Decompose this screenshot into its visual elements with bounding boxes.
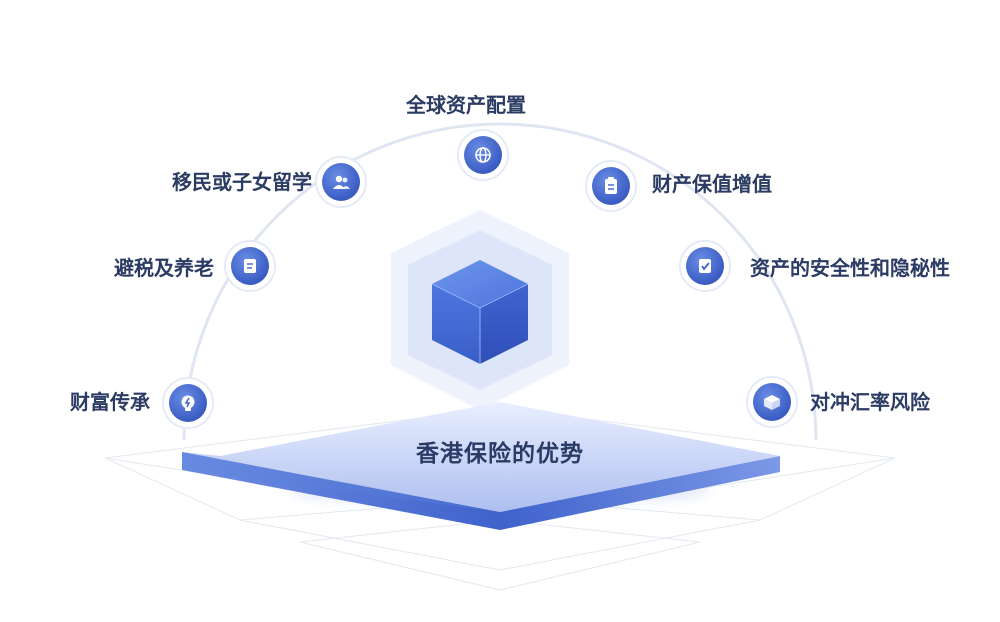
node-label-global: 全球资产配置 <box>406 93 526 117</box>
node-label-immigration: 移民或子女留学 <box>172 170 312 194</box>
globe-icon <box>475 147 491 163</box>
nodes-layer <box>162 129 798 429</box>
node-privacy <box>679 240 731 292</box>
node-hedge <box>746 376 798 428</box>
node-tax <box>224 240 276 292</box>
document-icon <box>244 259 256 273</box>
node-preserve <box>585 160 637 212</box>
node-label-inherit: 财富传承 <box>70 390 150 414</box>
floor-diamond-2 <box>299 519 701 591</box>
users-icon <box>333 175 350 189</box>
node-label-hedge: 对冲汇率风险 <box>810 390 930 414</box>
box-icon <box>764 395 780 410</box>
node-label-preserve: 财产保值增值 <box>652 172 772 196</box>
dome-arc <box>182 122 818 441</box>
floor-line <box>759 457 896 521</box>
cube <box>431 260 529 364</box>
node-global <box>457 129 509 181</box>
floor-line <box>104 457 241 521</box>
node-inherit <box>162 377 214 429</box>
lightbulb-icon <box>181 395 195 411</box>
center-title: 香港保险的优势 <box>416 441 584 467</box>
node-immigration <box>315 156 367 208</box>
node-label-privacy: 资产的安全性和隐秘性 <box>750 256 950 280</box>
floor-diamond-1 <box>239 497 761 571</box>
platform <box>182 402 780 530</box>
node-label-tax: 避税及养老 <box>114 256 214 280</box>
clipboard-icon <box>605 177 617 194</box>
checklist-icon <box>699 259 711 273</box>
node-circle <box>322 163 360 201</box>
